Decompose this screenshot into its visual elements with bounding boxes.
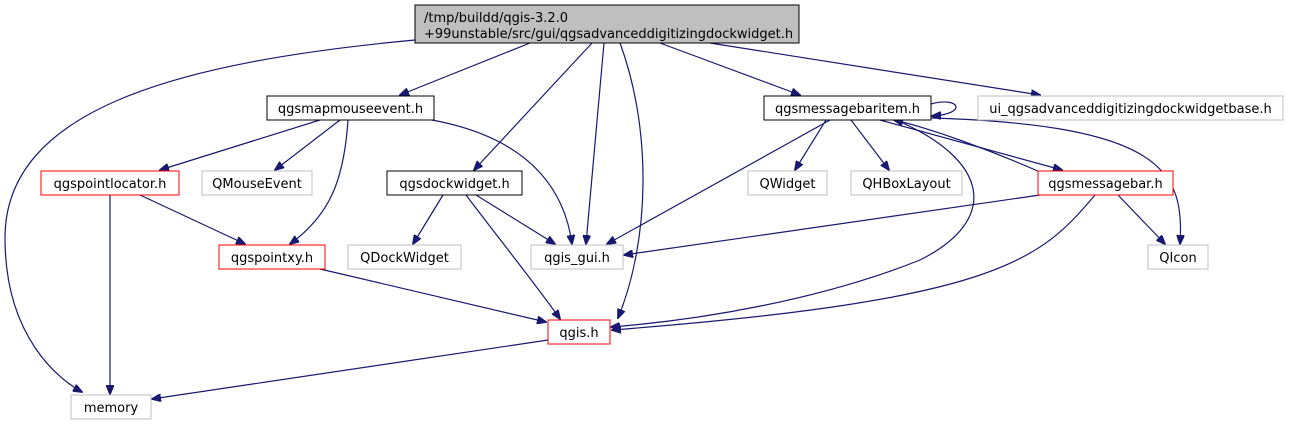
node-qgsmessagebaritem[interactable]: qgsmessagebaritem.h (763, 95, 932, 121)
edge-root-to-qgsmessagebaritem (659, 42, 800, 95)
edge-qgsmessagebaritem-to-qgis_gui (607, 119, 831, 244)
edge-qgsmessagebaritem-to-qicon (930, 117, 1181, 244)
node-root-header[interactable]: /tmp/buildd/qgis-3.2.0 +99unstable/src/g… (414, 4, 800, 44)
edge-root-to-memory (4, 39, 416, 392)
edge-root-to-ui_base (709, 42, 1040, 95)
node-label: qgspointlocator.h (54, 177, 167, 192)
node-qgsmessagebar[interactable]: qgsmessagebar.h (1037, 170, 1174, 196)
node-label: QDockWidget (360, 251, 449, 266)
edge-qgsmessagebaritem-to-qhboxlayout (850, 119, 889, 170)
edge-qgis-to-memory (152, 339, 549, 399)
node-label: QHBoxLayout (862, 177, 950, 192)
node-box (977, 95, 1284, 121)
node-box (530, 244, 624, 270)
edge-qgsmessagebar-to-qicon (1117, 194, 1165, 244)
node-qmouseevent[interactable]: QMouseEvent (201, 170, 313, 196)
node-box (266, 95, 435, 121)
edge-qgsdockwidget-to-qdockwidget (413, 194, 444, 244)
node-box (747, 170, 828, 196)
node-label: qgspointxy.h (231, 251, 313, 266)
node-qgsdockwidget[interactable]: qgsdockwidget.h (386, 170, 523, 196)
edge-qgsmessagebaritem-to-qwidget (795, 119, 827, 170)
node-label: QIcon (1159, 251, 1196, 266)
node-label: qgsmessagebaritem.h (775, 102, 920, 117)
node-ui-base[interactable]: ui_qgsadvanceddigitizingdockwidgetbase.h (977, 95, 1284, 121)
node-label: ui_qgsadvanceddigitizingdockwidgetbase.h (989, 102, 1272, 117)
edge-qgsmapmouseevent-to-qgspointxy (290, 119, 349, 244)
edge-qgsdockwidget-to-qgis_gui (475, 194, 555, 244)
node-box (547, 319, 611, 345)
edge-qgsmessagebar-to-qgis_gui (624, 194, 1041, 255)
node-box (70, 394, 152, 420)
node-memory[interactable]: memory (70, 394, 152, 420)
edges (4, 39, 1181, 399)
edge-qgspointlocator-to-qgspointxy (139, 194, 245, 244)
node-qgspointxy[interactable]: qgspointxy.h (218, 244, 326, 270)
node-box (414, 4, 800, 44)
node-label-line2: +99unstable/src/gui/qgsadvanceddigitizin… (424, 27, 793, 42)
node-label: memory (84, 401, 139, 416)
node-qhboxlayout[interactable]: QHBoxLayout (850, 170, 963, 196)
edge-qgsmessagebaritem-to-qgis (611, 119, 975, 327)
node-box (201, 170, 313, 196)
node-box (40, 170, 180, 196)
node-qdockwidget[interactable]: QDockWidget (347, 244, 462, 270)
edge-qgsmessagebaritem-to-qgsmessagebaritem (931, 101, 957, 116)
node-qicon[interactable]: QIcon (1147, 244, 1209, 270)
node-label: QWidget (759, 177, 815, 192)
edge-root-to-qgsmapmouseevent (400, 42, 531, 95)
edge-root-to-qgis (618, 42, 644, 318)
node-label: qgis.h (559, 326, 598, 341)
edge-root-to-qgsdockwidget (474, 42, 593, 170)
node-label: qgsmessagebar.h (1048, 177, 1162, 192)
edge-qgspointxy-to-qgis (319, 268, 546, 322)
edge-qgsmapmouseevent-to-qgspointlocator (160, 119, 321, 170)
edge-qgsmapmouseevent-to-qgis_gui (431, 119, 572, 244)
node-qgspointlocator[interactable]: qgspointlocator.h (40, 170, 180, 196)
edge-qgsdockwidget-to-qgis (465, 194, 560, 319)
node-label-line1: /tmp/buildd/qgis-3.2.0 (424, 11, 568, 26)
edge-qgsmessagebar-to-qgis (612, 194, 1096, 330)
node-qwidget[interactable]: QWidget (747, 170, 828, 196)
node-qgis[interactable]: qgis.h (547, 319, 611, 345)
edge-qgsmessagebaritem-to-qgsmessagebar (879, 119, 1062, 170)
node-box (386, 170, 523, 196)
node-box (763, 95, 932, 121)
node-label: qgsdockwidget.h (399, 177, 509, 192)
node-box (347, 244, 462, 270)
edge-qgsmapmouseevent-to-qmouseevent (275, 119, 341, 170)
node-box (218, 244, 326, 270)
node-box (1147, 244, 1209, 270)
node-box (1037, 170, 1174, 196)
edge-root-to-qgis_gui (586, 42, 605, 244)
node-label: qgis_gui.h (544, 251, 610, 266)
node-box (850, 170, 963, 196)
node-qgis-gui[interactable]: qgis_gui.h (530, 244, 624, 270)
nodes: /tmp/buildd/qgis-3.2.0 +99unstable/src/g… (40, 4, 1284, 420)
node-qgsmapmouseevent[interactable]: qgsmapmouseevent.h (266, 95, 435, 121)
node-label: qgsmapmouseevent.h (278, 102, 423, 117)
node-label: QMouseEvent (212, 177, 302, 192)
edge-qgsmessagebar-to-qgsmessagebaritem (894, 120, 1041, 173)
